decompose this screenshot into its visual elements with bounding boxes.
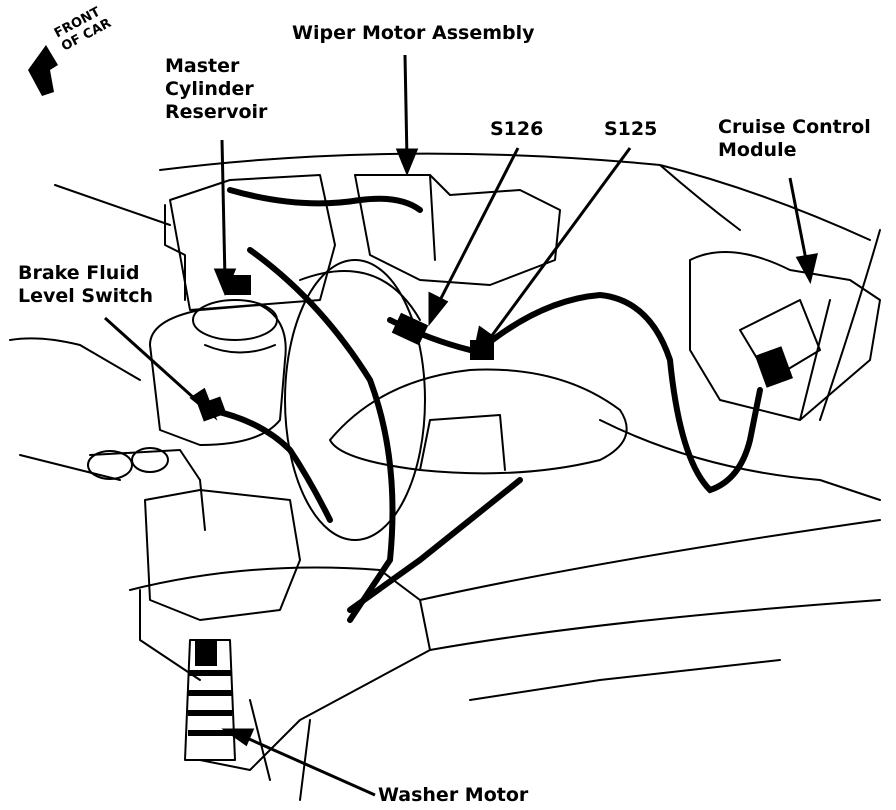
label-cruise-control-line2: Module	[718, 139, 797, 161]
radiator-support	[129, 566, 431, 771]
arrow-wiper-motor	[403, 54, 409, 161]
label-wiper-motor: Wiper Motor Assembly	[292, 22, 535, 44]
reservoir-cap	[192, 299, 278, 341]
connector-cruise	[755, 346, 793, 388]
mc-housing	[169, 174, 336, 311]
fender-line-left-2	[19, 454, 121, 481]
arrow-master-cylinder	[220, 139, 227, 281]
harness-upper	[227, 187, 423, 213]
arrow-washer-motor	[239, 733, 376, 797]
harness-lower	[347, 477, 523, 613]
arrow-s125	[483, 147, 632, 346]
fender-line-left	[9, 337, 141, 381]
brake-booster	[284, 259, 426, 541]
label-master-cylinder-line3: Reservoir	[165, 101, 268, 123]
cowl-top	[159, 152, 871, 241]
reservoir-body	[149, 304, 287, 446]
cowl-line	[54, 184, 171, 226]
harness-cruise	[477, 291, 763, 494]
label-brake-fluid-line1: Brake Fluid	[18, 262, 140, 284]
connector-washer	[195, 640, 217, 666]
strut-tower	[329, 368, 628, 475]
wiper-motor-body	[354, 174, 561, 286]
harness-brake	[207, 407, 333, 523]
label-s126: S126	[490, 118, 544, 140]
label-s125: S125	[604, 118, 658, 140]
label-master-cylinder: Master Cylinder Reservoir	[165, 55, 267, 124]
arrow-s126	[433, 147, 520, 311]
arrow-cruise-control	[788, 177, 810, 271]
washer-bottle	[144, 489, 301, 621]
label-cruise-control: Cruise Control Module	[718, 116, 871, 162]
front-arrow-icon	[28, 45, 58, 96]
label-cruise-control-line1: Cruise Control	[718, 116, 871, 138]
mc-bracket	[164, 204, 186, 301]
connector-s126	[391, 312, 429, 346]
label-master-cylinder-line1: Master	[165, 55, 240, 77]
label-washer-motor: Washer Motor	[378, 784, 529, 806]
cruise-module-body	[689, 251, 881, 421]
arrow-brake-switch	[103, 316, 207, 410]
label-brake-fluid-switch: Brake Fluid Level Switch	[18, 262, 153, 308]
label-brake-fluid-line2: Level Switch	[18, 285, 154, 307]
label-master-cylinder-line2: Cylinder	[165, 78, 254, 100]
